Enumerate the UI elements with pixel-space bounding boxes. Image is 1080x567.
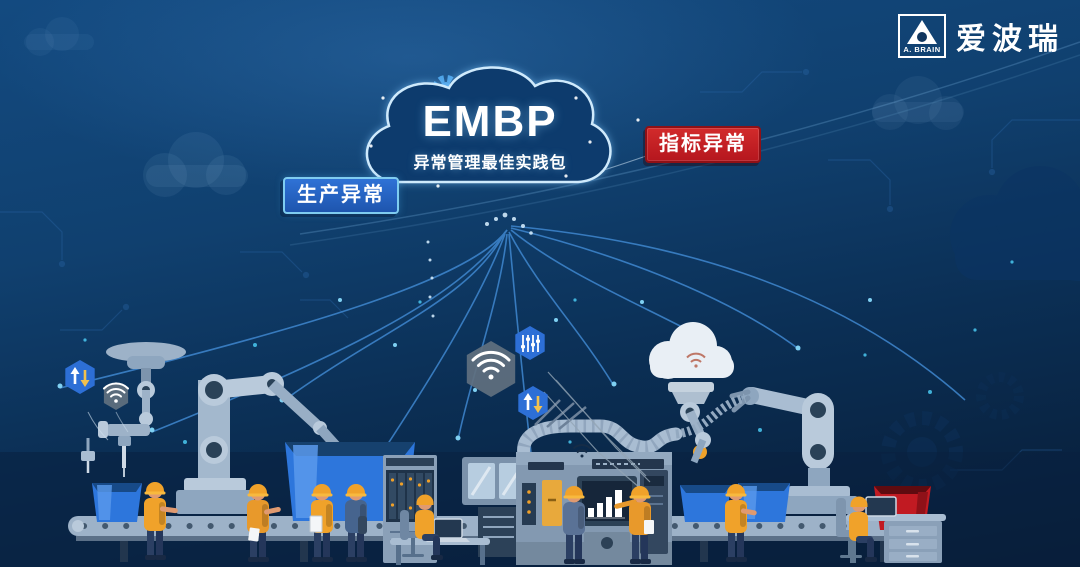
hexagon-cluster-left xyxy=(65,360,129,410)
light-streak-2 xyxy=(289,54,1080,246)
wifi-cloud-icon xyxy=(686,352,706,368)
machine-yellow-door xyxy=(542,480,562,526)
wifi-icon-left xyxy=(103,382,129,403)
laptop-right xyxy=(865,496,897,517)
machine-wifi-icon xyxy=(572,444,592,458)
clipboard xyxy=(309,515,323,533)
brand-name: 爱波瑞 xyxy=(956,22,1064,57)
indicator-exception-badge: 指标异常 xyxy=(645,126,761,163)
sparkle-dots xyxy=(83,260,1014,444)
embp-title: EMBP xyxy=(422,97,558,146)
cloud-silhouette-top-left xyxy=(143,132,248,197)
cloud-silhouette-top-right xyxy=(872,76,964,130)
production-exception-badge: 生产异常 xyxy=(283,177,399,214)
embp-cloud-shape xyxy=(365,66,640,188)
machine-cables xyxy=(534,399,587,430)
cloud-silhouette-far-left xyxy=(24,17,94,56)
hub-dot-trail xyxy=(426,212,533,318)
wifi-hexagon-left xyxy=(103,382,129,410)
transfer-hexagon xyxy=(518,386,548,420)
blue-box xyxy=(92,483,142,522)
embp-cloud-label: EMBP 异常管理最佳实践包 xyxy=(398,100,582,173)
right-desk xyxy=(846,496,946,563)
up-down-arrows-icon-left xyxy=(70,367,90,387)
triangle-logo-icon xyxy=(907,20,937,44)
equalizer-icon xyxy=(521,335,540,352)
transfer-hexagon-left xyxy=(65,360,95,394)
brand-logo-mark: A. BRAIN xyxy=(898,14,946,58)
server-cabinet xyxy=(383,455,437,563)
cloud-sparkles xyxy=(369,96,640,188)
up-down-arrows-icon xyxy=(523,393,543,413)
robot-arm-right xyxy=(693,387,858,514)
background-clouds xyxy=(24,17,1080,281)
robot-arm-far-left xyxy=(87,342,186,477)
blue-box-2 xyxy=(680,485,731,522)
brand-logo: A. BRAIN 爱波瑞 xyxy=(898,14,1064,58)
hanging-drill-tool xyxy=(81,438,95,473)
main-machine xyxy=(516,393,747,565)
wifi-cloud-shape xyxy=(649,322,734,379)
workers xyxy=(144,482,877,564)
right-chair xyxy=(836,498,866,558)
wifi-cloud xyxy=(649,322,734,464)
brand-logo-caption: A. BRAIN xyxy=(903,45,941,54)
embp-subtitle: 异常管理最佳实践包 xyxy=(413,155,567,172)
connection-dots xyxy=(57,298,872,463)
wifi-icon xyxy=(471,350,511,380)
hexagon-cluster-center xyxy=(466,326,651,489)
equalizer-hexagon xyxy=(515,326,545,360)
cloud-silhouette-right xyxy=(950,166,1080,281)
